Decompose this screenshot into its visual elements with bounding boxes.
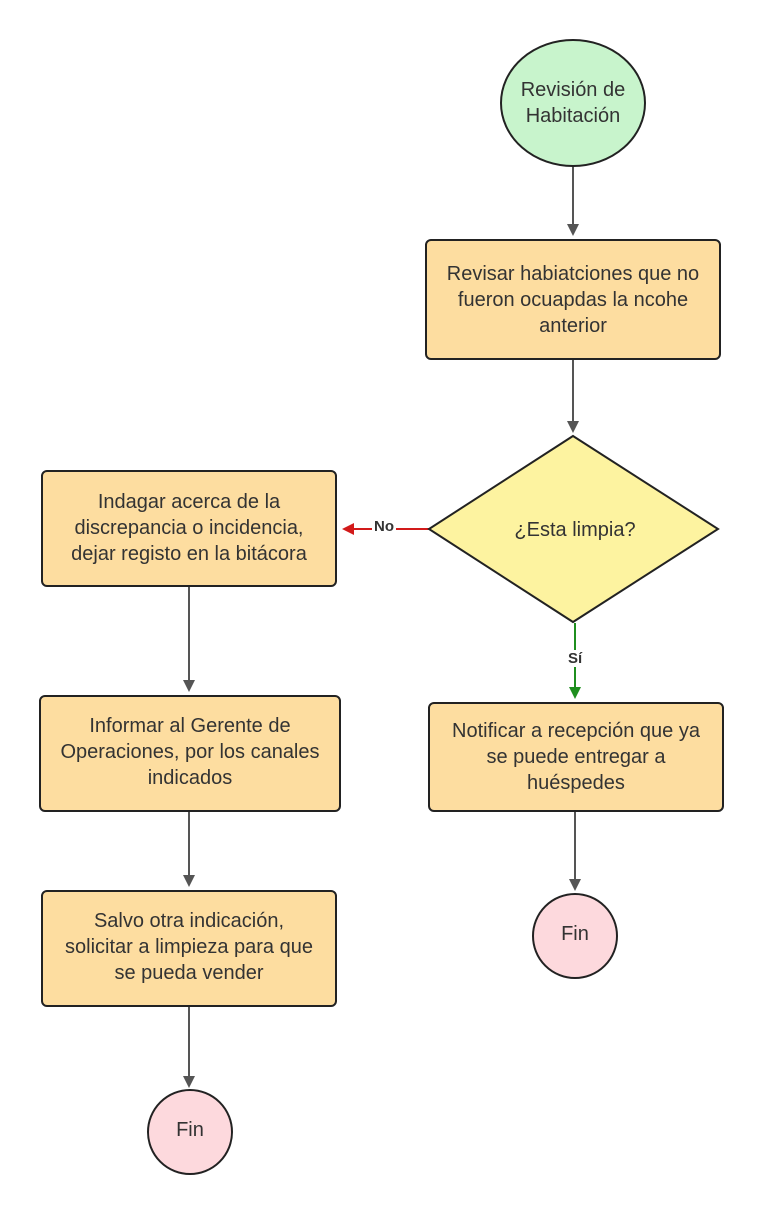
- inform-manager-shape: [39, 695, 341, 812]
- decision-clean-label: ¿Esta limpia?: [514, 519, 636, 541]
- end-left-label: Fin: [176, 1119, 204, 1141]
- edge-yes-label: Sí: [566, 650, 585, 667]
- request-cleaning-label: Salvo otra indicación, solicitar a limpi…: [65, 910, 313, 984]
- start-node-label: Revisión de Habitación: [520, 79, 626, 127]
- end-right-shape: [532, 893, 618, 979]
- check-unoccupied-shape: [425, 239, 721, 360]
- check-unoccupied-label: Revisar habiatciones que no fueron ocuap…: [446, 263, 700, 337]
- end-right-label: Fin: [561, 923, 589, 945]
- notify-reception-label: Notificar a recepción que ya se puede en…: [452, 720, 700, 794]
- notify-reception-shape: [428, 702, 724, 812]
- investigate-label: Indagar acerca de la discrepancia o inci…: [71, 491, 307, 565]
- edge-no-label: No: [372, 518, 396, 535]
- start-node-shape: [500, 39, 646, 167]
- end-left-shape: [147, 1089, 233, 1175]
- investigate-shape: [41, 470, 337, 587]
- decision-clean-shape: [427, 434, 720, 624]
- request-cleaning-shape: [41, 890, 337, 1007]
- inform-manager-label: Informar al Gerente de Operaciones, por …: [60, 715, 320, 789]
